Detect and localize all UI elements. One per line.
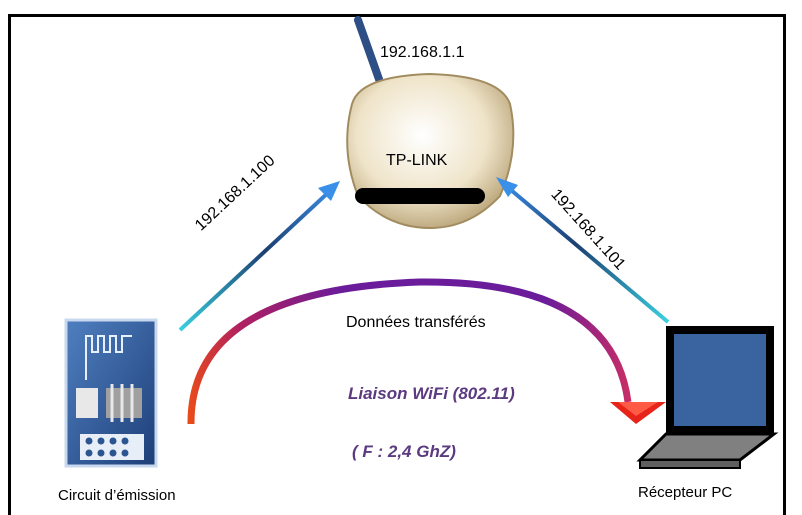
wifi-link-title: Liaison WiFi (802.11) [348,384,515,403]
wifi-module-icon [64,318,158,468]
receiver-label: Récepteur PC [638,484,733,501]
wifi-arc-arrow [187,278,666,425]
transfer-label: Données transférés [346,314,486,331]
router-name-label: TP-LINK [386,152,448,169]
right-link-arrow [496,177,670,324]
left-link-arrow [178,181,340,332]
router-ip-label: 192.168.1.1 [380,44,465,61]
antenna-icon [354,16,384,86]
laptop-icon [636,326,779,469]
diagram-frame [8,14,786,515]
router-icon [346,72,515,230]
wifi-frequency-label: ( F : 2,4 GhZ) [352,442,456,461]
transmitter-label: Circuit d’émission [58,487,176,504]
